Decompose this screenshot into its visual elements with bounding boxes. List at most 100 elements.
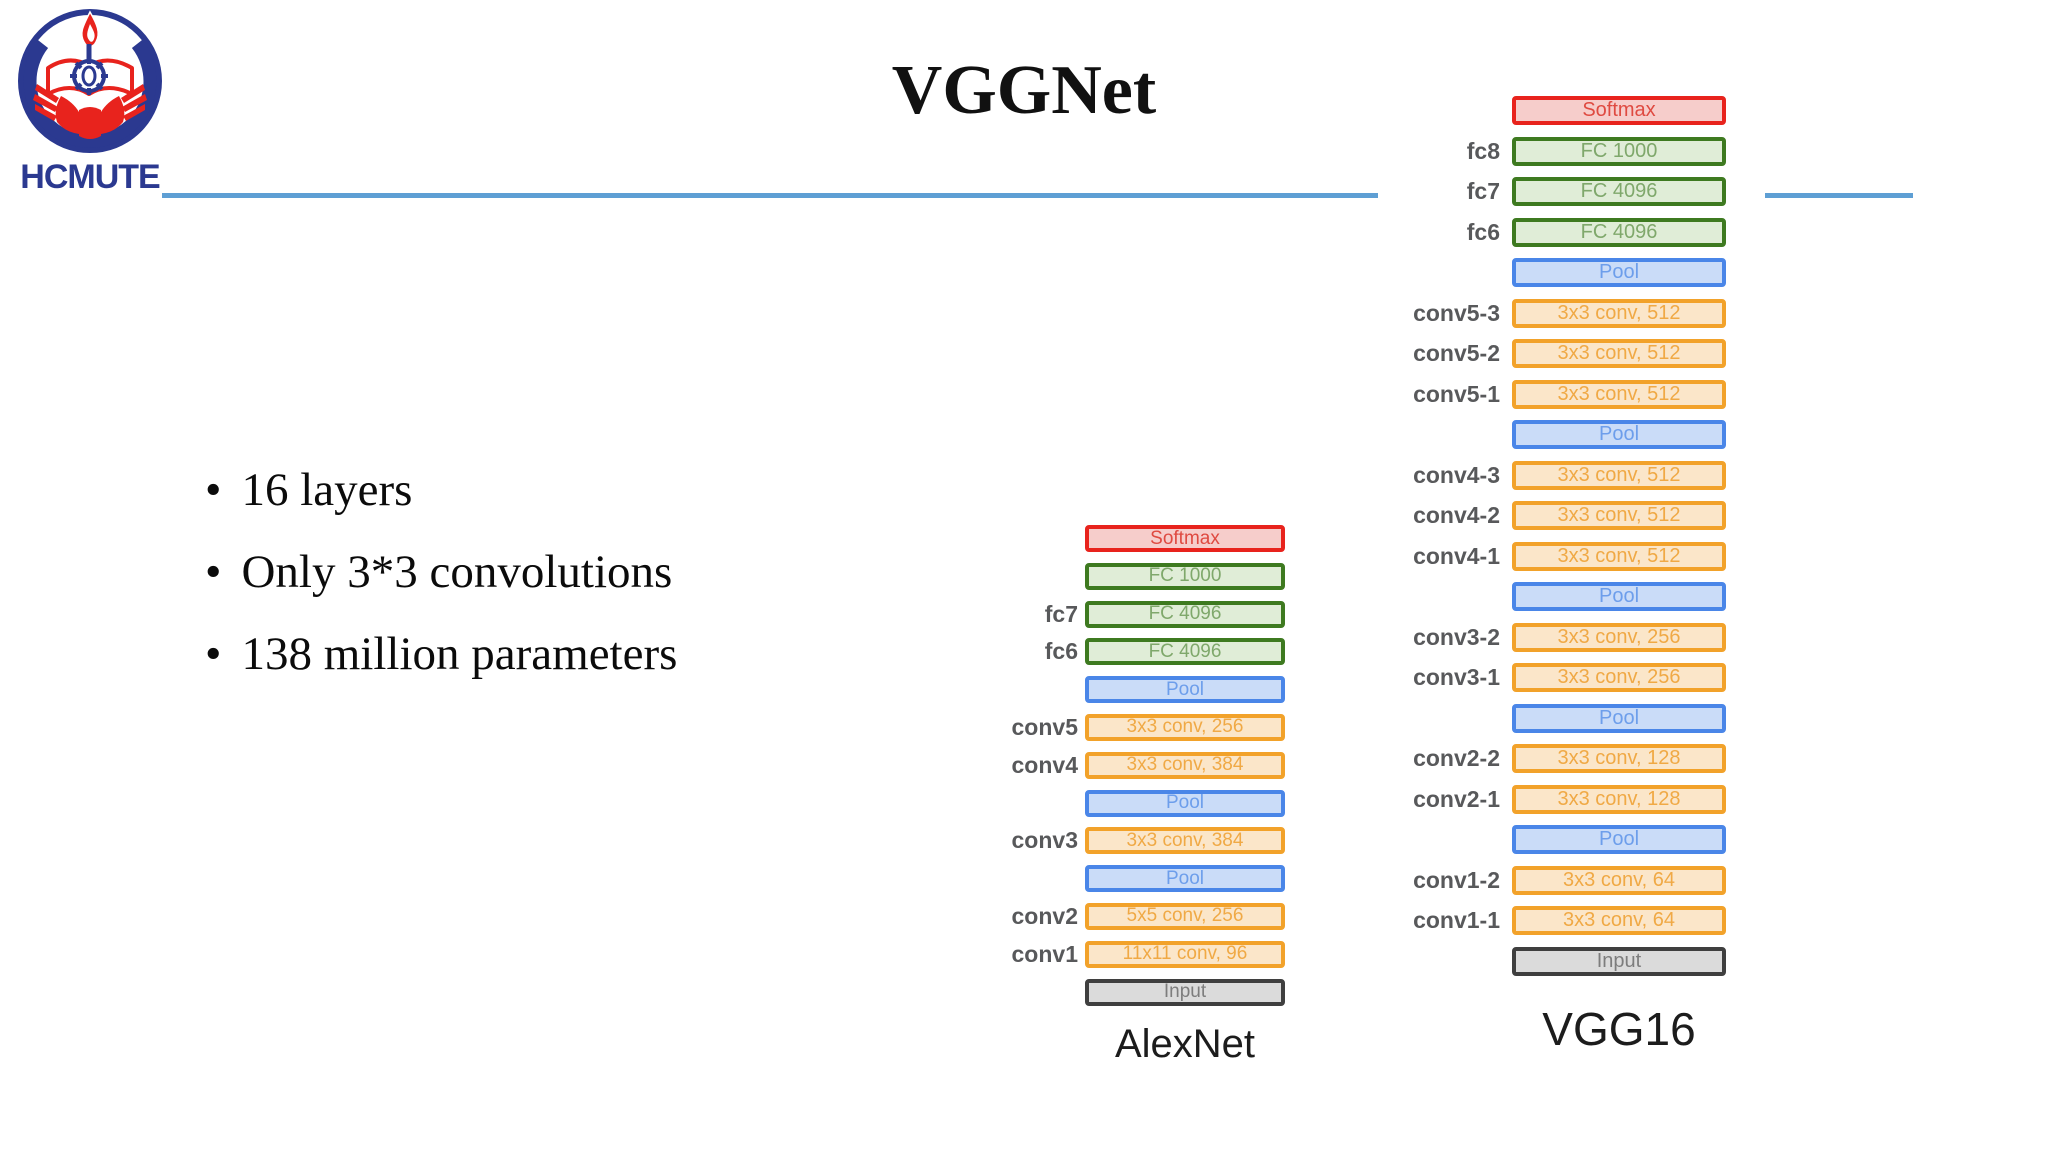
layer-row: fc6 FC 4096	[1370, 217, 1726, 247]
layer-row: Input	[1370, 946, 1726, 976]
layer-box-conv: 3x3 conv, 512	[1512, 298, 1726, 328]
layer-label: conv2-2	[1413, 745, 1500, 771]
layer-box-conv: 3x3 conv, 64	[1512, 865, 1726, 895]
layer-box-conv: 3x3 conv, 512	[1512, 339, 1726, 368]
layer-row: conv5-1 3x3 conv, 512	[1370, 379, 1726, 409]
layer-row: fc7 FC 4096	[1370, 177, 1726, 206]
layer-row: Pool	[1370, 582, 1726, 611]
layer-box-fc: FC 4096	[1085, 638, 1285, 666]
layer-label: conv4-1	[1413, 542, 1500, 569]
bullet-item: 16 layers	[205, 462, 677, 518]
layer-label: conv5-1	[1413, 380, 1500, 407]
layer-row: Pool	[1370, 420, 1726, 449]
layer-row: conv3-2 3x3 conv, 256	[1370, 622, 1726, 652]
layer-box-conv: 3x3 conv, 256	[1085, 713, 1285, 741]
layer-box-fc: FC 1000	[1512, 136, 1726, 166]
layer-box-conv: 11x11 conv, 96	[1085, 940, 1285, 968]
layer-row: Softmax	[953, 525, 1285, 552]
layer-label: fc8	[1466, 137, 1500, 164]
layer-box-input: Input	[1085, 978, 1285, 1006]
layer-label: fc7	[1044, 600, 1078, 627]
layer-row: conv4 3x3 conv, 384	[953, 751, 1285, 779]
layer-row: Pool	[953, 676, 1285, 704]
layer-row: conv5 3x3 conv, 256	[953, 713, 1285, 741]
layer-row: conv1 11x11 conv, 96	[953, 940, 1285, 968]
layer-row: conv5-2 3x3 conv, 512	[1370, 339, 1726, 368]
layer-label: conv1-2	[1413, 866, 1500, 893]
layer-row: conv5-3 3x3 conv, 512	[1370, 298, 1726, 328]
layer-label: fc6	[1466, 218, 1500, 245]
layer-row: conv1-2 3x3 conv, 64	[1370, 865, 1726, 895]
hcmute-emblem-icon	[18, 9, 162, 153]
layer-box-pool: Pool	[1085, 676, 1285, 704]
layer-box-pool: Pool	[1085, 865, 1285, 893]
layer-box-pool: Pool	[1512, 582, 1726, 611]
layer-box-conv: 5x5 conv, 256	[1085, 902, 1285, 930]
layer-label: fc6	[1044, 638, 1078, 665]
layer-row: conv2 5x5 conv, 256	[953, 902, 1285, 930]
layer-box-conv: 3x3 conv, 128	[1512, 784, 1726, 814]
page-title: VGGNet	[891, 52, 1157, 129]
layer-box-pool: Pool	[1512, 258, 1726, 287]
layer-box-pool: Pool	[1085, 789, 1285, 817]
layer-box-conv: 3x3 conv, 384	[1085, 751, 1285, 779]
layer-row: Pool	[953, 865, 1285, 893]
layer-box-conv: 3x3 conv, 64	[1512, 906, 1726, 935]
layer-row: conv3 3x3 conv, 384	[953, 827, 1285, 855]
vgg16-caption: VGG16	[1542, 1002, 1696, 1055]
layer-row: fc6 FC 4096	[953, 638, 1285, 666]
layer-box-fc: FC 4096	[1085, 600, 1285, 628]
logo-text: HCMUTE	[20, 158, 160, 196]
layer-label: conv5	[1011, 713, 1078, 740]
layer-label: fc7	[1466, 178, 1500, 204]
layer-box-softmax: Softmax	[1085, 525, 1285, 552]
layer-box-softmax: Softmax	[1512, 96, 1726, 125]
layer-box-conv: 3x3 conv, 384	[1085, 827, 1285, 855]
layer-label: conv3-2	[1413, 623, 1500, 650]
layer-label: conv3-1	[1413, 664, 1500, 690]
layer-box-pool: Pool	[1512, 420, 1726, 449]
layer-row: Pool	[1370, 703, 1726, 733]
layer-box-conv: 3x3 conv, 512	[1512, 501, 1726, 530]
layer-row: Pool	[953, 789, 1285, 817]
layer-label: conv4	[1011, 751, 1078, 778]
layer-row: FC 1000	[953, 562, 1285, 590]
bullet-item: Only 3*3 convolutions	[205, 544, 677, 600]
title-divider-left	[162, 193, 1378, 198]
layer-row: conv2-1 3x3 conv, 128	[1370, 784, 1726, 814]
layer-label: conv5-3	[1413, 299, 1500, 326]
layer-box-fc: FC 4096	[1512, 217, 1726, 247]
layer-label: conv1-1	[1413, 907, 1500, 933]
layer-label: conv3	[1011, 827, 1078, 854]
layer-label: conv4-3	[1413, 461, 1500, 488]
title-divider-right	[1765, 193, 1913, 198]
layer-row: conv4-1 3x3 conv, 512	[1370, 541, 1726, 571]
layer-row: conv1-1 3x3 conv, 64	[1370, 906, 1726, 935]
layer-row: Pool	[1370, 258, 1726, 287]
layer-box-conv: 3x3 conv, 256	[1512, 622, 1726, 652]
bullet-list: 16 layers Only 3*3 convolutions 138 mill…	[205, 462, 677, 708]
hcmute-logo: HCMUTE	[10, 6, 170, 197]
layer-box-fc: FC 4096	[1512, 177, 1726, 206]
layer-row: fc8 FC 1000	[1370, 136, 1726, 166]
layer-label: conv5-2	[1413, 340, 1500, 366]
layer-box-pool: Pool	[1512, 703, 1726, 733]
layer-label: conv1	[1011, 940, 1078, 967]
layer-row: fc7 FC 4096	[953, 600, 1285, 628]
layer-box-input: Input	[1512, 946, 1726, 976]
layer-box-fc: FC 1000	[1085, 562, 1285, 590]
alexnet-caption: AlexNet	[1114, 1021, 1256, 1066]
layer-label: conv2-1	[1413, 785, 1500, 812]
layer-box-conv: 3x3 conv, 512	[1512, 541, 1726, 571]
layer-box-conv: 3x3 conv, 512	[1512, 379, 1726, 409]
layer-label: conv2	[1011, 902, 1078, 929]
layer-row: Softmax	[1370, 96, 1726, 125]
layer-row: Input	[953, 978, 1285, 1006]
